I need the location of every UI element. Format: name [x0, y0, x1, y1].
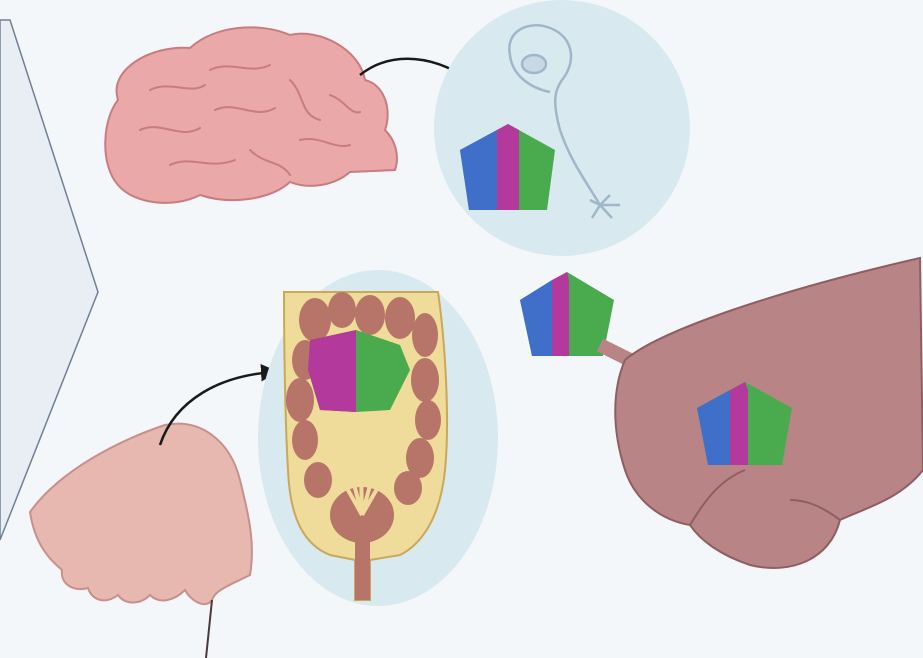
mammary-tissue-icon	[30, 424, 252, 658]
brain-icon	[105, 27, 397, 203]
receptor-pentagon-icon	[520, 272, 614, 356]
chevron-panel	[0, 20, 98, 540]
neuron-circle	[434, 0, 690, 256]
